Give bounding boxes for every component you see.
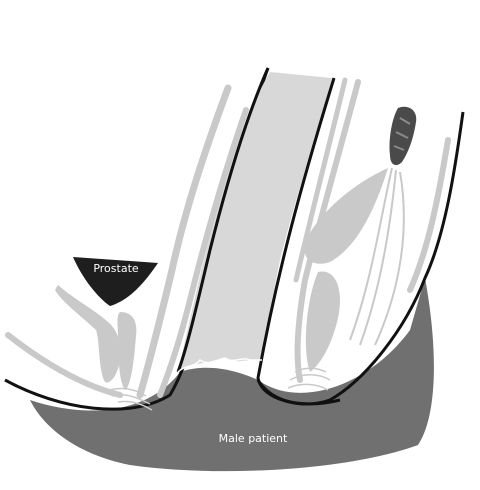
left-tissue-band-inner — [157, 107, 249, 398]
right-tissue-band-inner — [293, 77, 348, 283]
pelvic-floor-region — [30, 278, 434, 472]
lumen-left-edge — [176, 67, 270, 373]
sphincter-structure — [55, 285, 121, 383]
right-base-fibers — [287, 367, 331, 391]
central-lumen — [178, 72, 332, 372]
prostate-shape — [73, 257, 158, 306]
left-base-fibers — [103, 387, 153, 411]
right-tissue-band-outer — [294, 79, 361, 383]
left-tissue-band-outer — [136, 84, 232, 399]
right-muscle-structure — [304, 168, 388, 264]
rough-structure-highlight — [393, 117, 411, 151]
right-fibers — [349, 167, 405, 346]
sphincter-stem — [117, 312, 137, 390]
right-wall-outline — [256, 111, 465, 406]
right-muscle-lower — [305, 271, 340, 372]
caption-label: Male patient — [219, 432, 288, 445]
prostate-label: Prostate — [93, 262, 139, 275]
right-edge-band — [407, 137, 451, 293]
lumen-bottom-edge — [177, 357, 262, 373]
